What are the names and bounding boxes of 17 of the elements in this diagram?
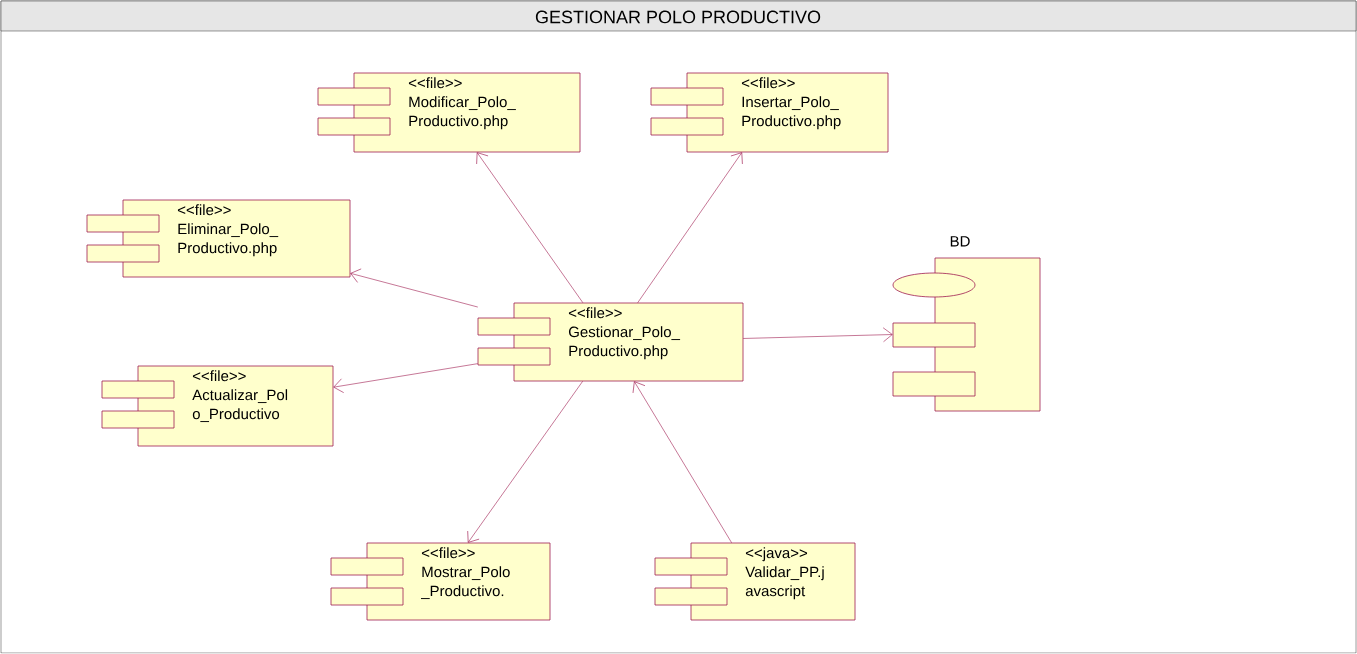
component-box: <<file>> Modificar_Polo_ Productivo.php — [317, 72, 581, 153]
arrow — [467, 380, 583, 543]
arrow — [350, 268, 479, 308]
component-box: <<file>> Gestionar_Polo_ Productivo.php — [477, 302, 744, 382]
arrow — [476, 152, 584, 304]
component-box: <<file>> Insertar_Polo_ Productivo.php — [650, 72, 889, 153]
arrow — [632, 381, 732, 544]
title-band: GESTIONAR POLO PRODUCTIVO — [0, 0, 1357, 32]
component-box: <<file>> Actualizar_Pol o_Productivo — [101, 365, 334, 447]
arrow — [637, 152, 743, 304]
node-label: BD — [950, 236, 970, 247]
component-box: <<java>> Validar_PP.j avascript — [654, 542, 856, 621]
database-component: BD — [892, 236, 1041, 412]
component-box: <<file>> Mostrar_Polo _Productivo. — [330, 542, 551, 621]
arrow — [742, 327, 893, 343]
arrow — [333, 363, 479, 393]
component-box: <<file>> Eliminar_Polo_ Productivo.php — [86, 199, 351, 278]
